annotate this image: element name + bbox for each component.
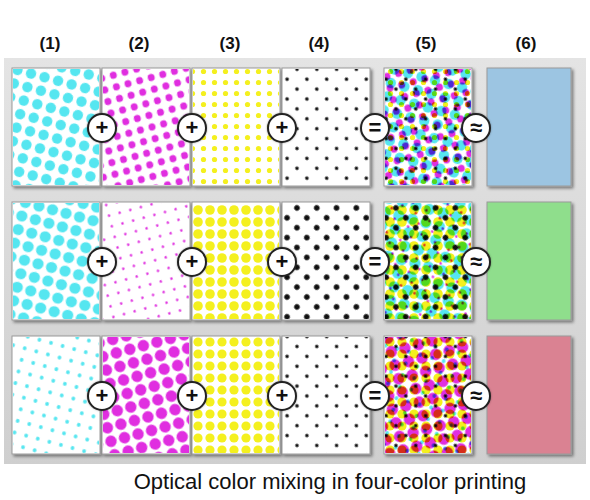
operator-symbol: ≈: [470, 385, 482, 407]
operator-symbol: ≈: [470, 117, 482, 139]
operator-circle: +: [267, 113, 297, 143]
column-number: (4): [309, 34, 330, 54]
column-number: (3): [220, 34, 241, 54]
column-number: (6): [516, 34, 537, 54]
operator-symbol: +: [186, 117, 199, 139]
operator-circle: +: [87, 113, 117, 143]
operator-symbol: +: [276, 117, 289, 139]
operator-circle: +: [87, 247, 117, 277]
halftone-panel: [384, 336, 472, 454]
operator-circle: ≈: [461, 247, 491, 277]
column-number: (2): [129, 34, 150, 54]
operator-symbol: +: [276, 385, 289, 407]
operator-symbol: +: [186, 385, 199, 407]
operator-symbol: ≈: [470, 251, 482, 273]
operator-circle: =: [360, 247, 390, 277]
operator-circle: +: [177, 247, 207, 277]
operator-circle: =: [360, 113, 390, 143]
operator-circle: +: [87, 381, 117, 411]
caption: Optical color mixing in four-color print…: [134, 469, 527, 495]
operator-circle: ≈: [461, 113, 491, 143]
operator-symbol: +: [96, 385, 109, 407]
column-number: (5): [416, 34, 437, 54]
operator-symbol: +: [276, 251, 289, 273]
operator-symbol: =: [369, 251, 382, 273]
halftone-panel: [487, 68, 571, 186]
operator-symbol: =: [369, 117, 382, 139]
operator-circle: +: [267, 381, 297, 411]
halftone-panel: [487, 336, 571, 454]
halftone-panel: [384, 68, 472, 186]
operator-symbol: +: [96, 251, 109, 273]
operator-symbol: +: [96, 117, 109, 139]
operator-circle: +: [177, 381, 207, 411]
halftone-panel: [384, 202, 472, 320]
operator-circle: =: [360, 381, 390, 411]
operator-circle: +: [177, 113, 207, 143]
operator-symbol: +: [186, 251, 199, 273]
column-number: (1): [40, 34, 61, 54]
halftone-panel: [487, 202, 571, 320]
operator-circle: ≈: [461, 381, 491, 411]
background-panel: [4, 58, 586, 464]
operator-symbol: =: [369, 385, 382, 407]
operator-circle: +: [267, 247, 297, 277]
